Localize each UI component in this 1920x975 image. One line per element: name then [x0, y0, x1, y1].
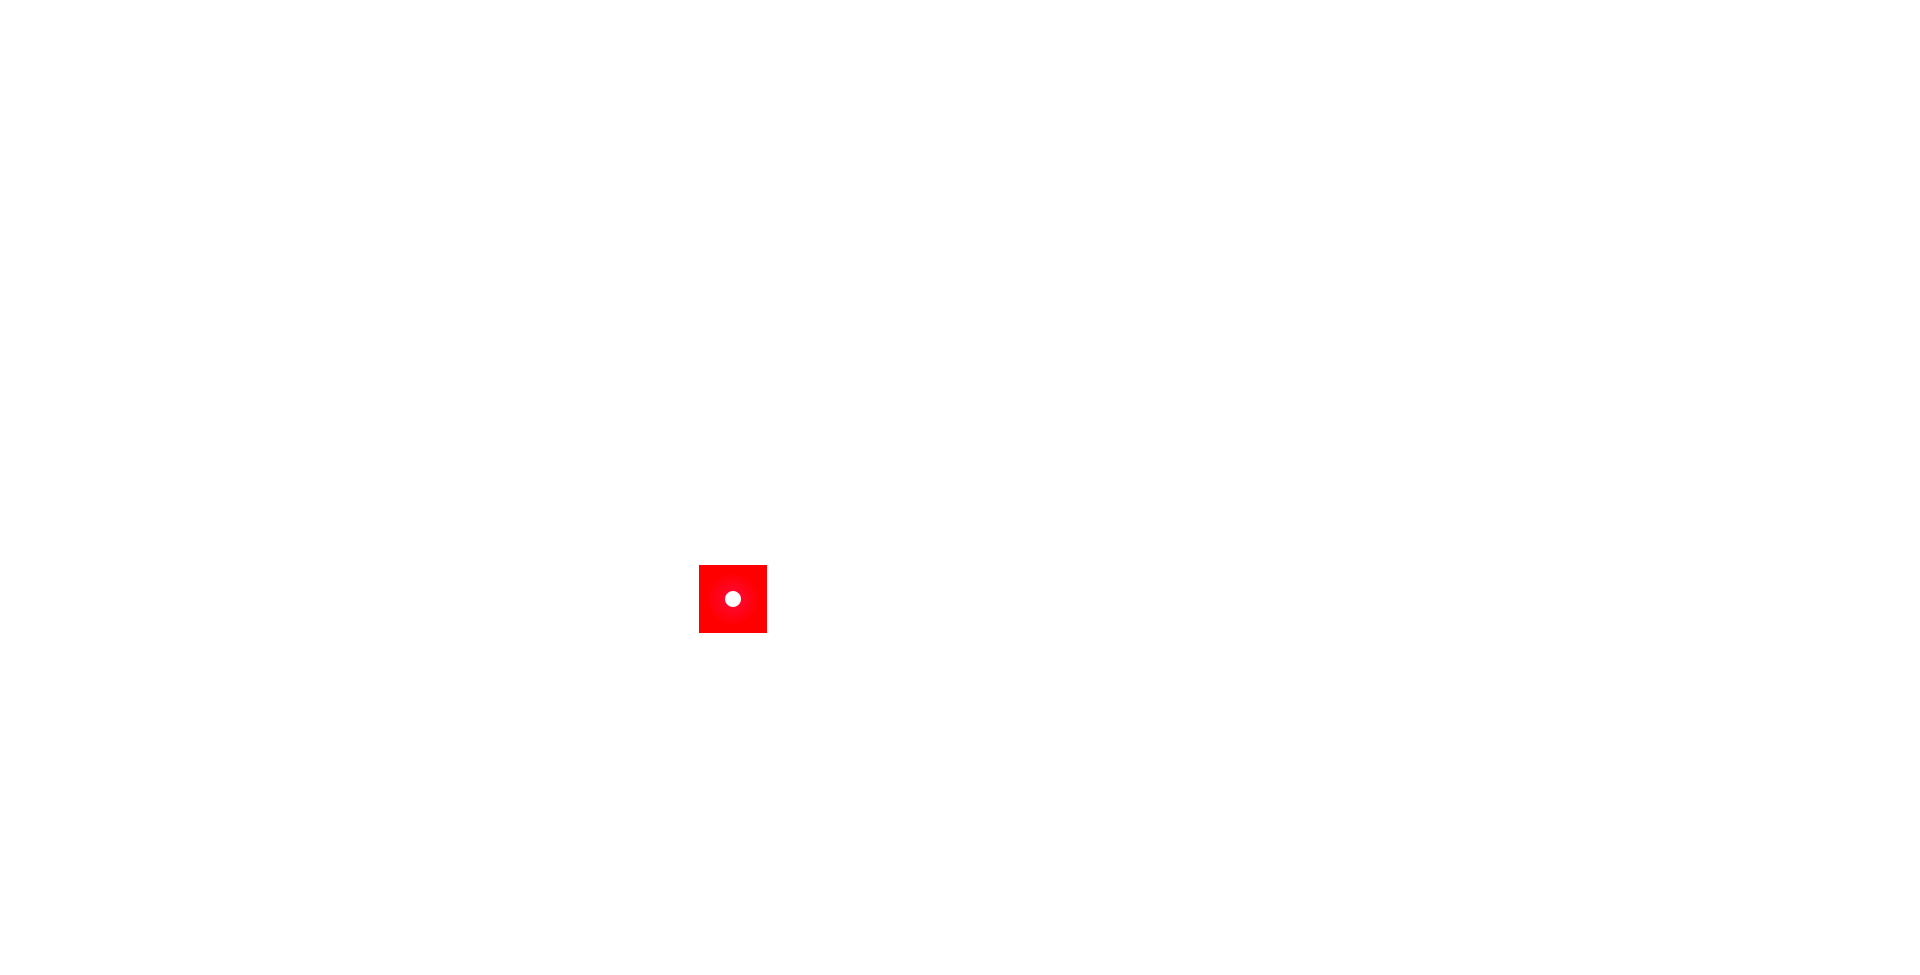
click-target-marker[interactable]: [699, 565, 767, 633]
target-dot-icon: [725, 591, 741, 607]
